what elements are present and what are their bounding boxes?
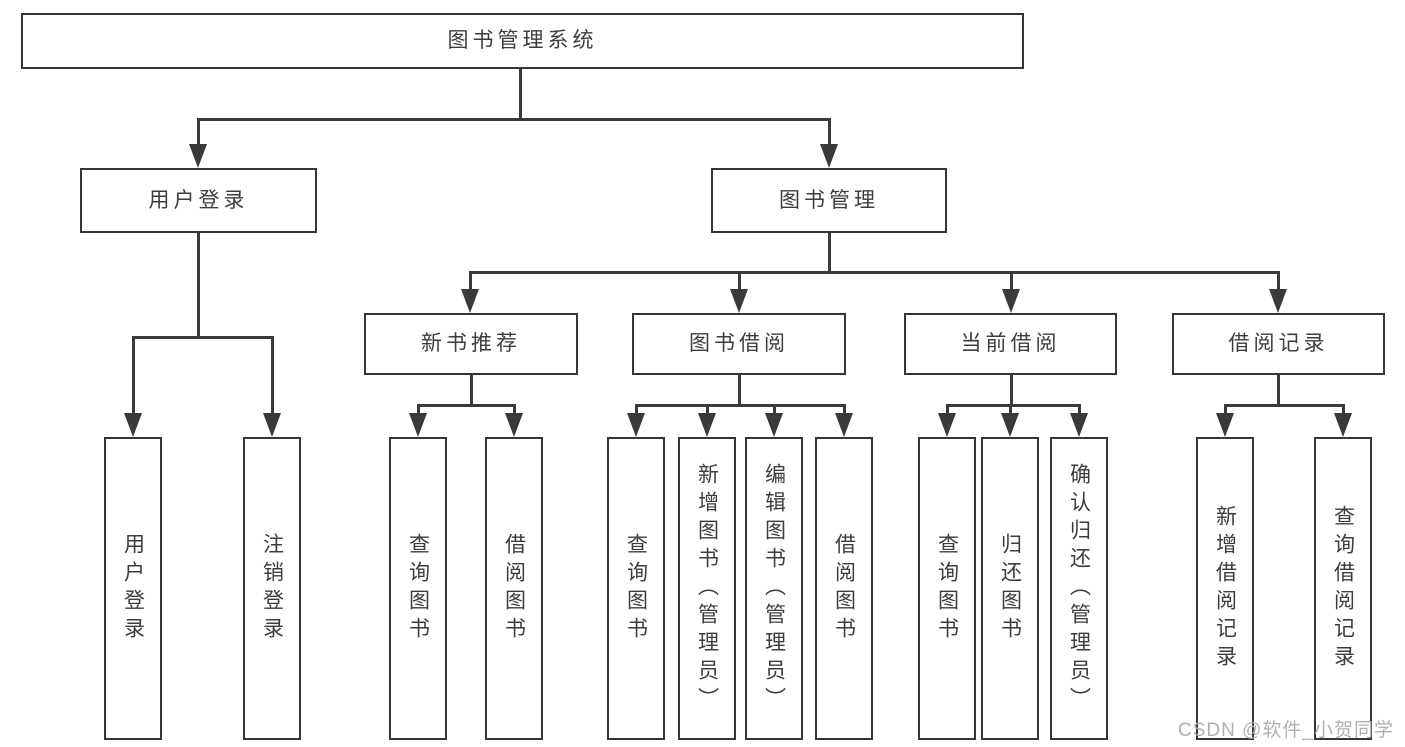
leaf-newbook-borrow: 借阅图书 <box>485 437 543 740</box>
leaf-current-return: 归还图书 <box>981 437 1039 740</box>
leaf-borrow-book: 借阅图书 <box>815 437 873 740</box>
csdn-watermark: CSDN @软件_小贺同学 <box>1178 720 1394 741</box>
connector-line <box>416 403 516 407</box>
connector-line <box>468 270 1280 274</box>
connector-line <box>131 337 135 416</box>
leaf-record-search: 查询借阅记录 <box>1314 437 1372 740</box>
connector-line <box>1077 404 1081 416</box>
connector-line <box>737 272 741 292</box>
connector-line <box>1009 375 1013 406</box>
node-borrow-records: 借阅记录 <box>1172 313 1385 375</box>
connector-line <box>1276 272 1280 292</box>
leaf-current-search: 查询图书 <box>918 437 976 740</box>
connector-line <box>1008 404 1012 416</box>
connector-line <box>1223 403 1344 407</box>
connector-line <box>772 404 776 416</box>
connector-line <box>1276 375 1280 406</box>
leaf-current-confirm-admin: 确认归还（管理员） <box>1050 437 1108 740</box>
leaf-borrow-search: 查询图书 <box>607 437 665 740</box>
connector-line <box>842 404 846 416</box>
connector-line <box>634 403 846 407</box>
connector-line <box>416 404 420 416</box>
leaf-newbook-search: 查询图书 <box>389 437 447 740</box>
arrowhead-icon <box>409 413 427 437</box>
arrowhead-icon <box>698 413 716 437</box>
connector-line <box>705 404 709 416</box>
connector-line <box>634 404 638 416</box>
arrowhead-icon <box>627 413 645 437</box>
node-new-book-recommend: 新书推荐 <box>364 313 578 375</box>
arrowhead-icon <box>1334 413 1352 437</box>
leaf-record-add: 新增借阅记录 <box>1196 437 1254 740</box>
arrowhead-icon <box>938 413 956 437</box>
connector-line <box>468 272 472 292</box>
node-book-management: 图书管理 <box>711 168 947 233</box>
leaf-borrow-edit-admin: 编辑图书（管理员） <box>745 437 803 740</box>
arrowhead-icon <box>765 413 783 437</box>
connector-line <box>131 335 274 339</box>
connector-line <box>945 403 1081 407</box>
arrowhead-icon <box>263 413 281 437</box>
connector-line <box>518 69 522 121</box>
arrowhead-icon <box>1070 413 1088 437</box>
connector-line <box>827 119 831 147</box>
connector-line <box>196 117 831 121</box>
arrowhead-icon <box>835 413 853 437</box>
arrowhead-icon <box>1002 289 1020 313</box>
connector-line <box>469 375 473 406</box>
arrowhead-icon <box>1269 289 1287 313</box>
arrowhead-icon <box>730 289 748 313</box>
node-book-borrow: 图书借阅 <box>632 313 846 375</box>
connector-line <box>827 233 831 274</box>
connector-line <box>1009 272 1013 292</box>
node-current-borrow: 当前借阅 <box>904 313 1117 375</box>
connector-line <box>1223 404 1227 416</box>
leaf-logout: 注销登录 <box>243 437 301 740</box>
arrowhead-icon <box>461 289 479 313</box>
arrowhead-icon <box>1216 413 1234 437</box>
arrowhead-icon <box>1001 413 1019 437</box>
leaf-user-login: 用户登录 <box>104 437 162 740</box>
arrowhead-icon <box>189 144 207 168</box>
connector-line <box>737 375 741 406</box>
connector-line <box>512 404 516 416</box>
connector-line <box>196 119 200 147</box>
arrowhead-icon <box>820 144 838 168</box>
connector-line <box>1341 404 1345 416</box>
arrowhead-icon <box>124 413 142 437</box>
leaf-borrow-add-admin: 新增图书（管理员） <box>678 437 736 740</box>
connector-line <box>196 233 200 338</box>
node-user-login: 用户登录 <box>80 168 317 233</box>
arrowhead-icon <box>505 413 523 437</box>
node-root: 图书管理系统 <box>21 13 1024 69</box>
connector-line <box>945 404 949 416</box>
connector-line <box>270 337 274 416</box>
